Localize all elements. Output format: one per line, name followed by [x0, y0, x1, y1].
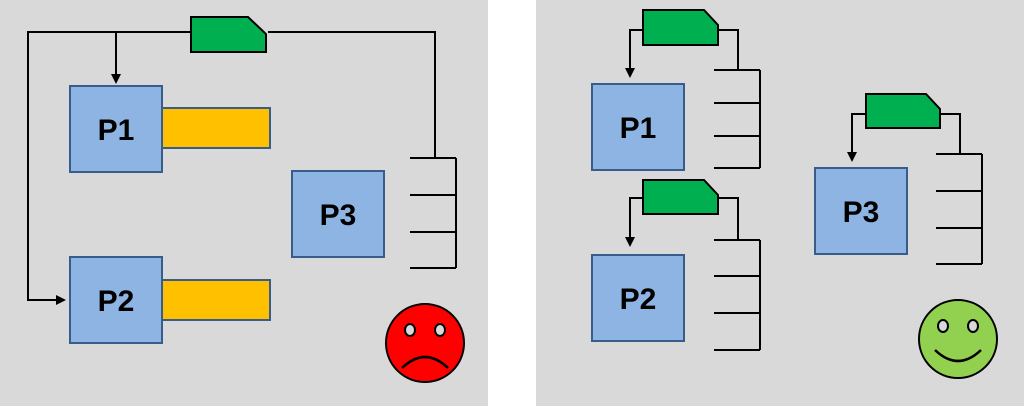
happy-face-icon	[918, 299, 998, 379]
left-process-p2: P2	[69, 256, 163, 344]
left-queue-p3	[410, 157, 457, 269]
right-diagram: P1 P2 P3	[591, 9, 998, 379]
sad-face-icon	[385, 303, 465, 383]
left-process-p3-label: P3	[320, 199, 357, 232]
right-token-tag-p1	[642, 9, 719, 46]
right-process-p2: P2	[591, 254, 685, 342]
left-token-tag	[190, 16, 267, 53]
right-process-p1-label: P1	[620, 112, 657, 145]
right-token-tag-p3	[865, 93, 941, 129]
right-lines-p2	[625, 197, 761, 351]
right-lines-p3	[847, 113, 983, 265]
left-process-p1-label: P1	[98, 114, 135, 147]
left-process-p1: P1	[69, 85, 163, 173]
left-resource-bar-p1	[161, 107, 271, 149]
left-process-p3: P3	[291, 170, 385, 258]
right-process-p2-label: P2	[620, 283, 657, 316]
left-resource-bar-p2	[161, 279, 271, 321]
left-diagram: P1 P2 P3	[27, 16, 465, 383]
right-process-p3-label: P3	[843, 196, 880, 229]
right-process-p3: P3	[814, 167, 908, 255]
left-shared-bus-lines	[27, 31, 436, 305]
right-lines-p1	[625, 29, 761, 169]
right-process-p1: P1	[591, 83, 685, 171]
right-token-tag-p2	[642, 179, 719, 215]
left-process-p2-label: P2	[98, 285, 135, 318]
